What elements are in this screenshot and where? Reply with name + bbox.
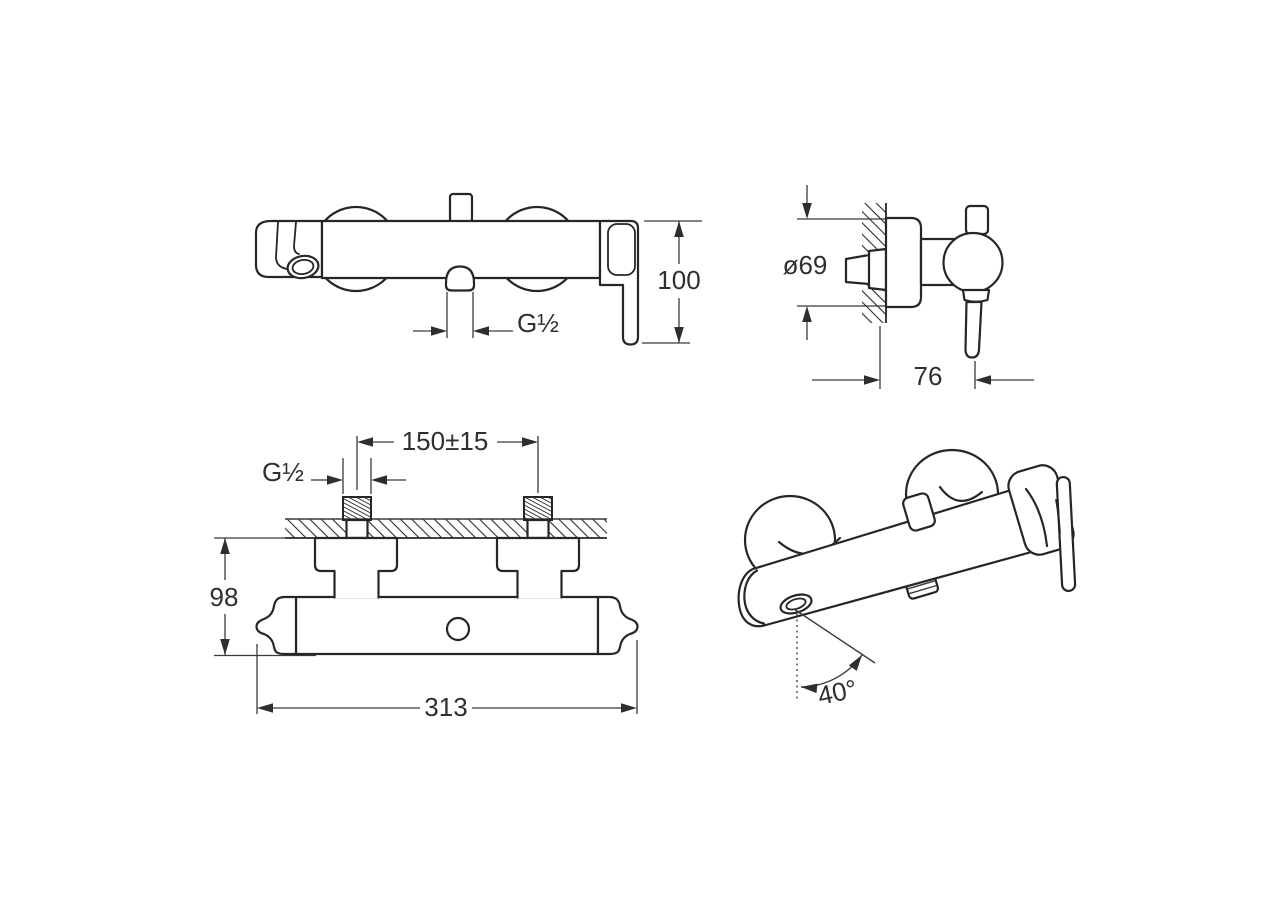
outlet-thread-dimension: G½ (413, 292, 559, 338)
shower-outlet (444, 265, 476, 292)
escutcheon-diameter-label: ø69 (783, 250, 828, 280)
left-neck (333, 569, 380, 599)
arrowhead-right (431, 326, 447, 336)
arrowhead-left (371, 475, 387, 485)
plan-view: 150±15 G½ 98 (210, 426, 639, 722)
depth-dim-label: 76 (914, 361, 943, 391)
wall-hatching-plan (285, 519, 607, 538)
arrowhead-down (674, 327, 684, 343)
offset-dim-label: 98 (210, 582, 239, 612)
overall-length-dimension: 313 (256, 640, 638, 722)
spout-contour-line (275, 221, 288, 270)
handle-collar (961, 288, 991, 303)
height-dim-label: 100 (657, 265, 700, 295)
handle-blade-3d (1055, 475, 1077, 593)
arrowhead-right (864, 375, 880, 385)
left-inlet-connector (342, 496, 372, 540)
outlet-thread-label: G½ (517, 308, 559, 338)
arrowhead-arc-start (801, 683, 818, 694)
handle-lever-side (964, 300, 983, 359)
arrowhead-right (621, 703, 637, 713)
handle-face-detail (607, 223, 636, 276)
arrowhead-left (257, 703, 273, 713)
escutcheon-side (884, 216, 923, 309)
inlet-thread-dimension: G½ (262, 457, 406, 494)
valve-body (942, 231, 1004, 294)
diverter-knob-3d (902, 492, 936, 532)
arrowhead-right (522, 437, 538, 447)
inlet-thread-label: G½ (262, 457, 304, 487)
right-neck (516, 569, 563, 599)
height-dimension: 100 (642, 220, 702, 344)
spout-end-plan (255, 595, 298, 656)
aerator (286, 254, 320, 280)
front-view: 100 G½ (254, 192, 702, 346)
right-inlet-connector (523, 496, 553, 540)
handle-end-plan (596, 595, 639, 656)
spout-angle-dimension: 40° (793, 608, 876, 711)
handle-lever (598, 219, 640, 346)
right-escutcheon-rim (938, 485, 984, 502)
arrowhead-up (220, 538, 230, 554)
arrowhead-down (802, 203, 812, 219)
inlet-spacing-dimension: 150±15 (356, 426, 539, 493)
depth-dimension: 76 (812, 326, 1034, 391)
handle-blade-detail (1055, 499, 1061, 534)
offset-dimension: 98 (210, 537, 316, 657)
handle-hub-arc (1024, 487, 1049, 548)
diverter-knob (448, 192, 474, 224)
overall-length-label: 313 (424, 692, 467, 722)
spout-contour-line2 (293, 221, 300, 255)
left-escutcheon-plan (313, 536, 399, 573)
arrowhead-up (802, 306, 812, 322)
arrowhead-up (674, 221, 684, 237)
perspective-view: 40° (737, 448, 1077, 711)
arrowhead-left (473, 326, 489, 336)
inlet-spacing-label: 150±15 (402, 426, 489, 456)
arrowhead-left (357, 437, 373, 447)
escutcheon-diameter-dimension: ø69 (783, 185, 886, 340)
diverter-top-circle (445, 616, 471, 642)
diverter-knob-side (964, 204, 990, 236)
side-view: ø69 76 (783, 185, 1034, 391)
arrowhead-left (975, 375, 991, 385)
arrowhead-right (327, 475, 343, 485)
arrowhead-down (220, 639, 230, 655)
right-escutcheon-plan (495, 536, 581, 573)
spout-cap-edge-3d (743, 569, 766, 625)
arrowhead-arc-end (848, 655, 862, 671)
